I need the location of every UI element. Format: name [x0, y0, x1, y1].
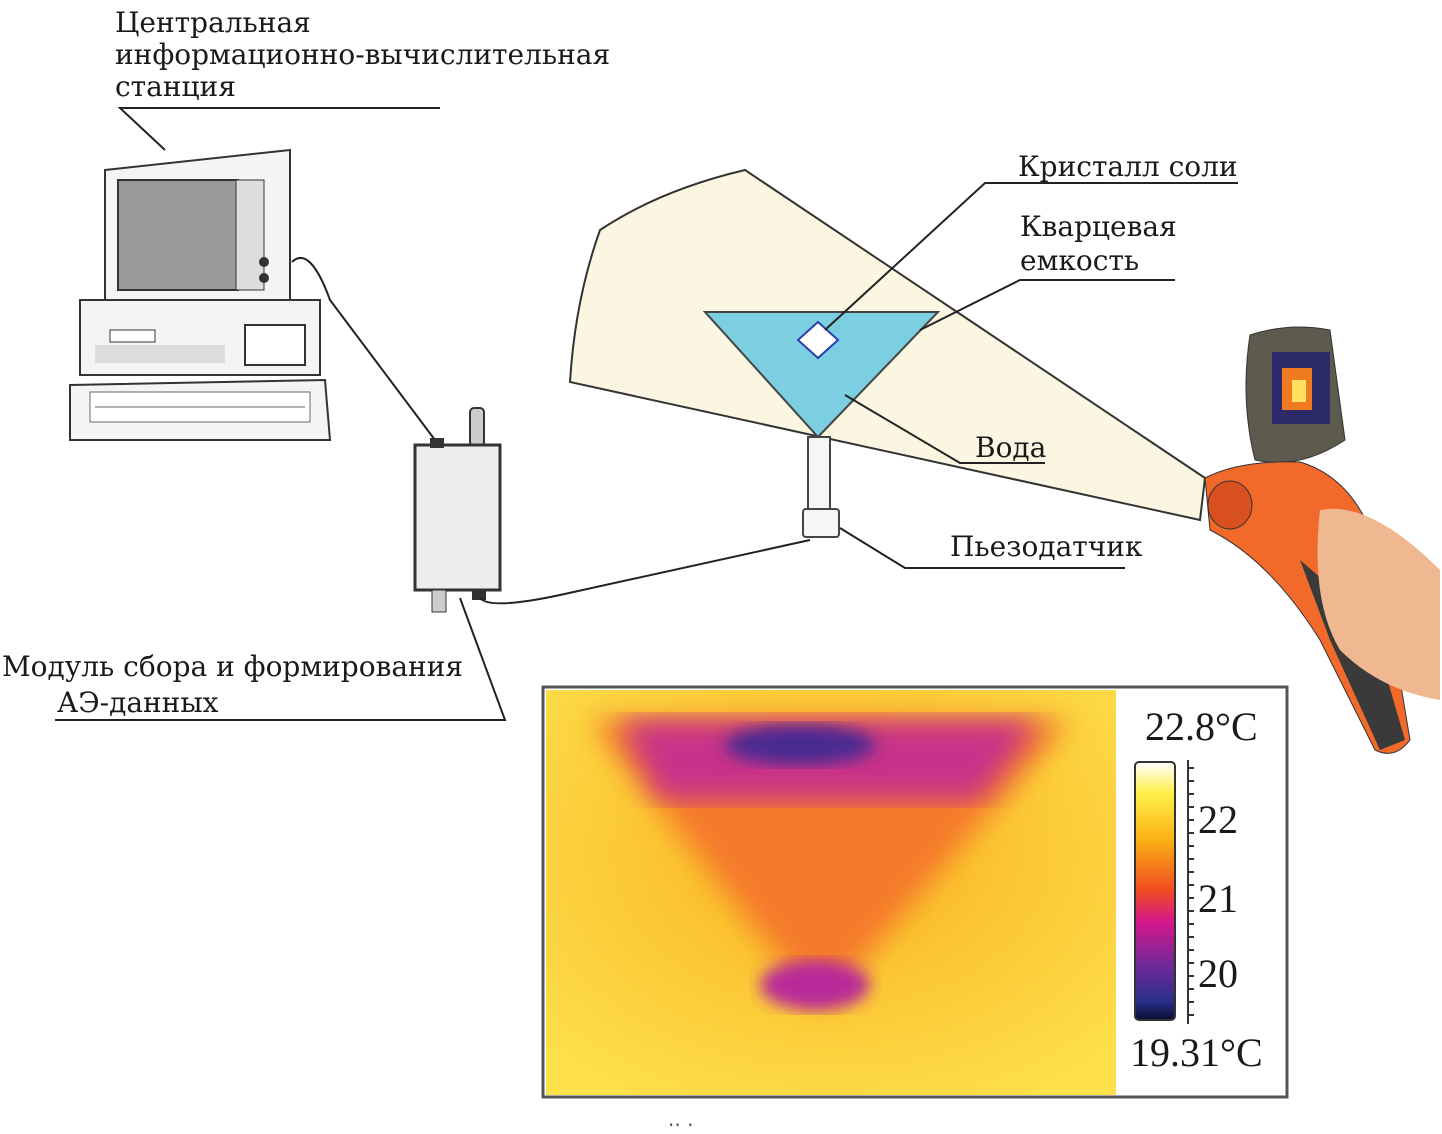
cable-computer-module — [291, 257, 436, 441]
quartz-container — [702, 311, 941, 538]
scale-tick-22: 22 — [1198, 797, 1238, 842]
color-scale — [1134, 761, 1176, 1021]
module-label-line1: Модуль сбора и формирования — [2, 650, 463, 683]
hand — [1317, 508, 1440, 700]
station-label-line3: станция — [115, 70, 236, 103]
scale-tick-20: 20 — [1198, 951, 1238, 996]
max-temp-label: 22.8°C — [1145, 704, 1258, 749]
piezo-label: Пьезодатчик — [950, 530, 1143, 563]
thermogram: 22.8°C 22 21 20 19.31°C — [541, 685, 1289, 1099]
water-label: Вода — [975, 431, 1046, 464]
container-label-line1: Кварцевая — [1020, 210, 1177, 243]
module-label-line2: АЭ-данных — [57, 686, 219, 719]
cable-module-sensor — [479, 539, 811, 605]
scale-ticks — [1188, 767, 1194, 1016]
crystal-label: Кристалл соли — [1018, 150, 1238, 183]
thermal-camera — [1204, 326, 1440, 754]
scale-tick-21: 21 — [1198, 876, 1238, 921]
salt-crystal — [796, 320, 840, 360]
station-label-line1: Центральная — [115, 6, 311, 39]
container-label-line2: емкость — [1020, 244, 1139, 277]
footer-mark: ·· · — [668, 1113, 693, 1134]
ae-module — [413, 407, 502, 613]
computer-station — [69, 148, 332, 441]
station-label-line2: информационно-вычислительная — [115, 38, 610, 71]
min-temp-label: 19.31°C — [1130, 1030, 1263, 1075]
